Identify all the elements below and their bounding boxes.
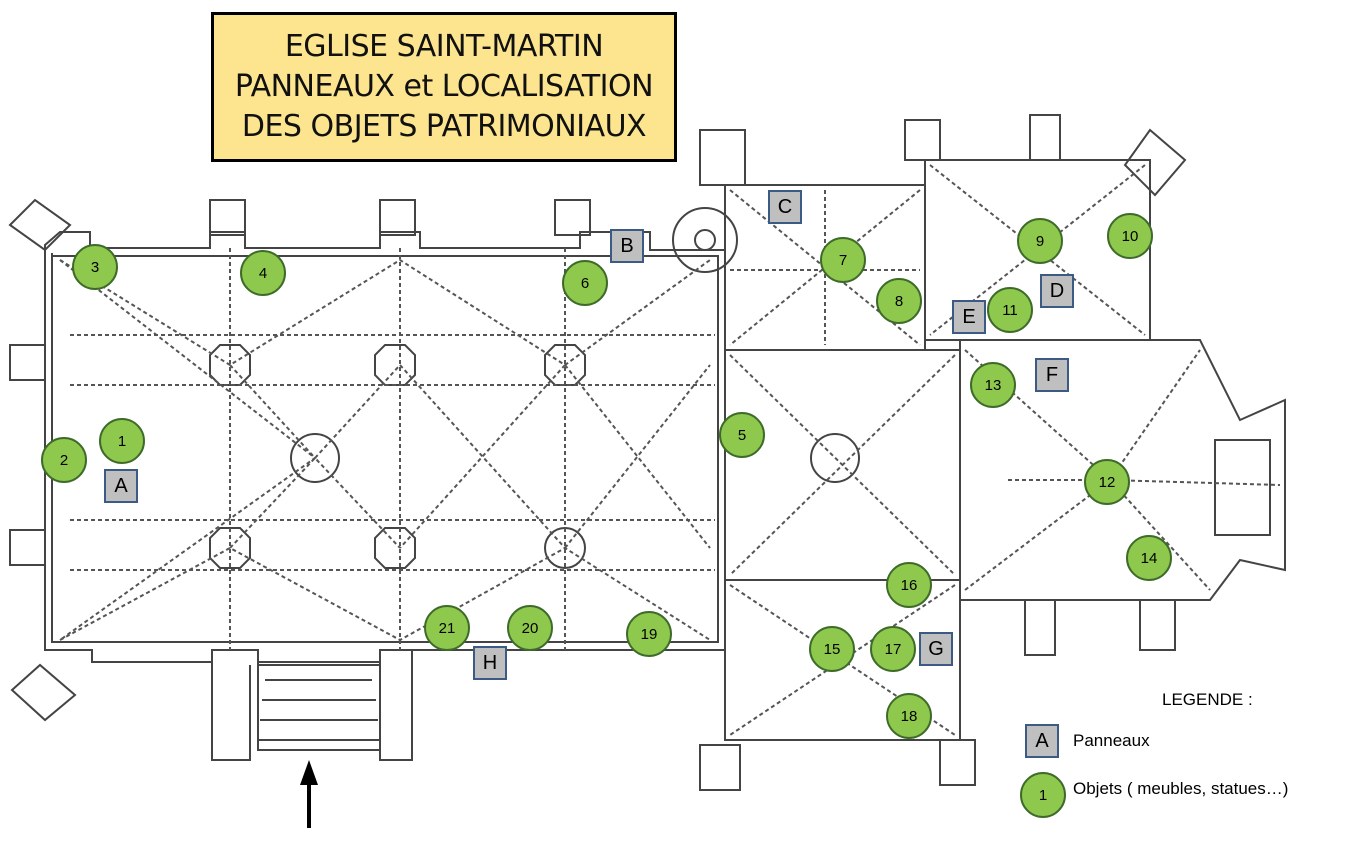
plan-walls — [8, 114, 1286, 791]
panel-marker-f[interactable]: F — [1035, 358, 1069, 392]
object-marker-13[interactable]: 13 — [970, 362, 1016, 408]
legend-object-sample: 1 — [1020, 772, 1066, 818]
object-marker-20[interactable]: 20 — [507, 605, 553, 651]
panel-marker-c[interactable]: C — [768, 190, 802, 224]
map-title-box: EGLISE SAINT-MARTIN PANNEAUX et LOCALISA… — [211, 12, 677, 162]
legend-object-label: Objets ( meubles, statues…) — [1073, 779, 1289, 798]
panel-marker-a[interactable]: A — [104, 469, 138, 503]
object-marker-19[interactable]: 19 — [626, 611, 672, 657]
object-marker-3[interactable]: 3 — [72, 244, 118, 290]
title-line-1: EGLISE SAINT-MARTIN — [284, 29, 604, 64]
object-marker-11[interactable]: 11 — [987, 287, 1033, 333]
object-marker-14[interactable]: 14 — [1126, 535, 1172, 581]
object-marker-18[interactable]: 18 — [886, 693, 932, 739]
object-marker-10[interactable]: 10 — [1107, 213, 1153, 259]
object-marker-4[interactable]: 4 — [240, 250, 286, 296]
object-marker-17[interactable]: 17 — [870, 626, 916, 672]
object-marker-8[interactable]: 8 — [876, 278, 922, 324]
object-marker-16[interactable]: 16 — [886, 562, 932, 608]
panel-marker-g[interactable]: G — [919, 632, 953, 666]
panel-marker-h[interactable]: H — [473, 646, 507, 680]
object-marker-6[interactable]: 6 — [562, 260, 608, 306]
up-arrow-icon — [300, 760, 318, 828]
plan-piers — [209, 344, 860, 569]
title-line-3: DES OBJETS PATRIMONIAUX — [241, 109, 647, 144]
object-marker-21[interactable]: 21 — [424, 605, 470, 651]
object-marker-2[interactable]: 2 — [41, 437, 87, 483]
panel-marker-d[interactable]: D — [1040, 274, 1074, 308]
legend-title: LEGENDE : — [1162, 690, 1253, 709]
object-marker-12[interactable]: 12 — [1084, 459, 1130, 505]
panel-marker-e[interactable]: E — [952, 300, 986, 334]
object-marker-5[interactable]: 5 — [719, 412, 765, 458]
legend-panel-sample: A — [1025, 724, 1059, 758]
object-marker-9[interactable]: 9 — [1017, 218, 1063, 264]
object-marker-15[interactable]: 15 — [809, 626, 855, 672]
title-line-2: PANNEAUX et LOCALISATION — [234, 69, 654, 104]
panel-marker-b[interactable]: B — [610, 229, 644, 263]
legend-panel-label: Panneaux — [1073, 731, 1150, 750]
object-marker-1[interactable]: 1 — [99, 418, 145, 464]
object-marker-7[interactable]: 7 — [820, 237, 866, 283]
